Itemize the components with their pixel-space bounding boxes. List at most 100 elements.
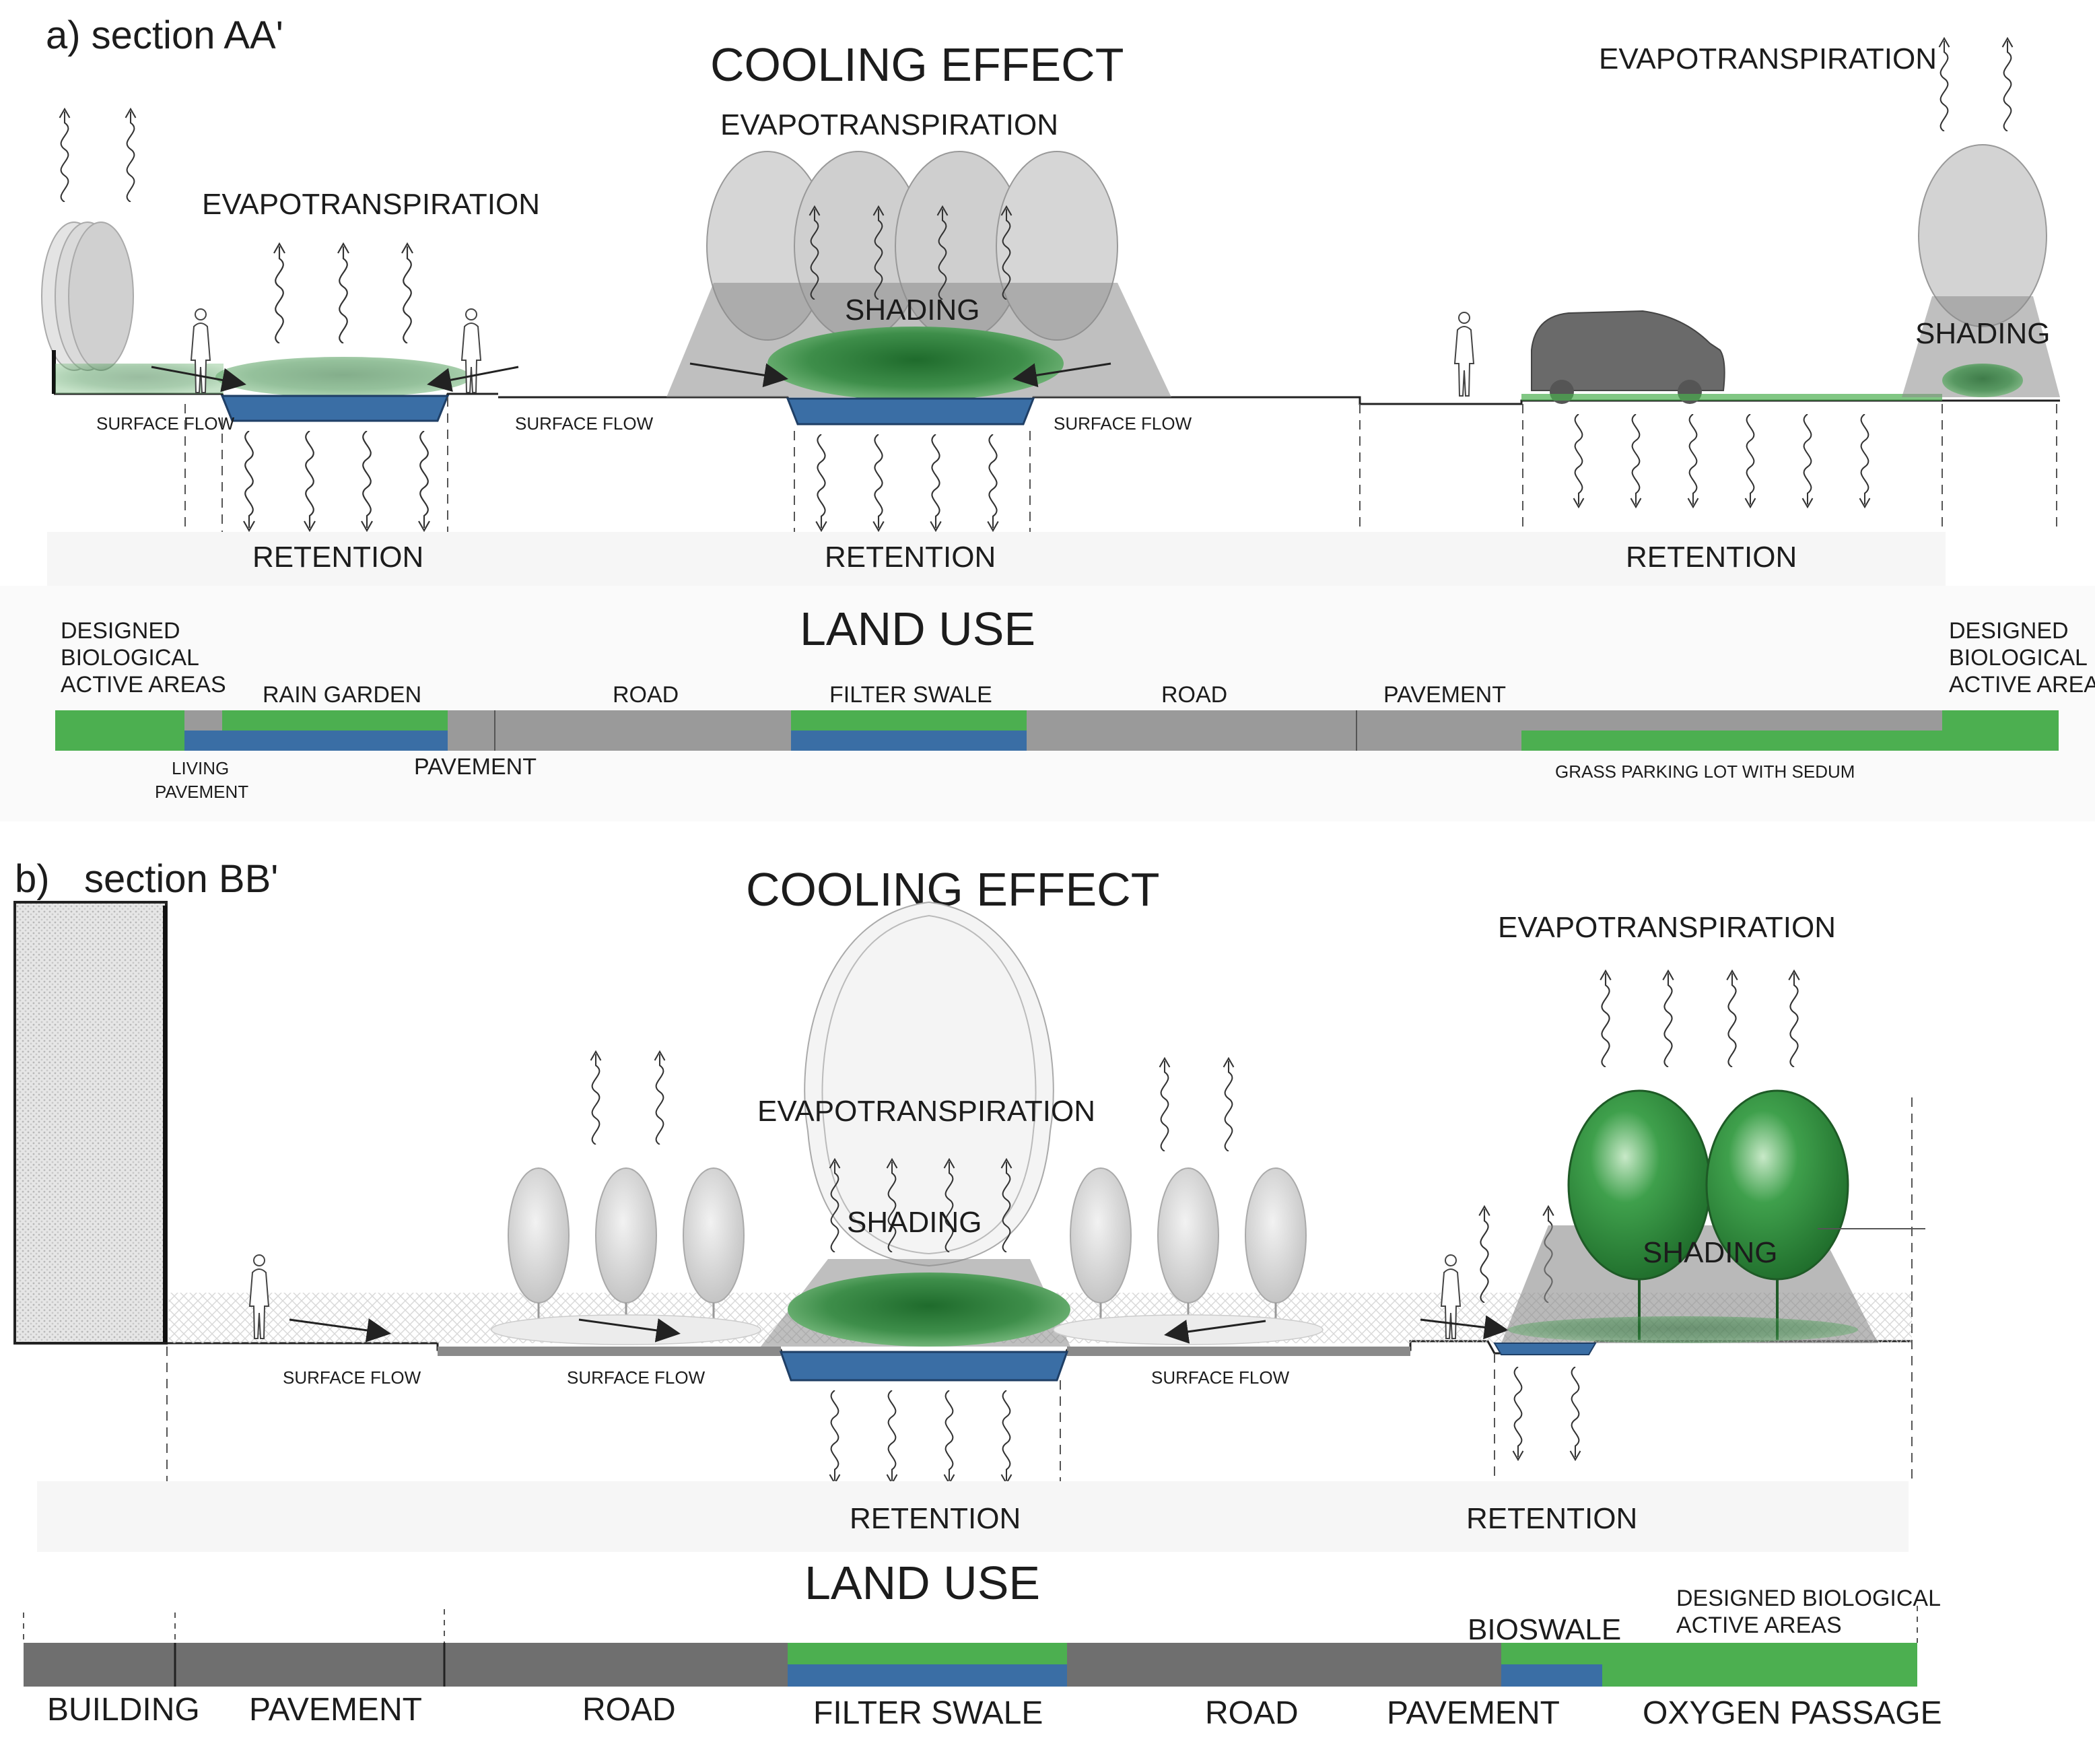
evapotranspiration-b-center-label: EVAPOTRANSPIRATION bbox=[757, 1095, 1095, 1128]
shading-b-center-label: SHADING bbox=[847, 1206, 982, 1239]
filter-swale-b-vegetation bbox=[788, 1273, 1070, 1347]
surface-flow-arrow bbox=[289, 1318, 391, 1343]
left-tree-group bbox=[41, 222, 134, 371]
road-surface bbox=[1067, 1347, 1410, 1356]
right-shrubs bbox=[1508, 1316, 1858, 1343]
evaporation-arrows-rain-garden bbox=[273, 242, 414, 343]
shrub-strip bbox=[491, 1314, 761, 1345]
car-icon bbox=[1531, 310, 1725, 391]
lu-b-pavement-2: PAVEMENT bbox=[1387, 1695, 1560, 1731]
section-b: b) section BB' COOLING EFFECT EVAPOTRANS… bbox=[13, 857, 1942, 1731]
lu-rain-garden: RAIN GARDEN bbox=[263, 682, 421, 708]
filter-swale-vegetation bbox=[767, 327, 1064, 401]
lu-designed-left-3: ACTIVE AREAS bbox=[61, 672, 226, 698]
lu-pavement-top: PAVEMENT bbox=[1383, 682, 1506, 708]
gray-tree-row-left bbox=[508, 1167, 745, 1340]
retention-b-2: RETENTION bbox=[1466, 1502, 1637, 1535]
lu-pavement-bottom: PAVEMENT bbox=[414, 754, 537, 780]
filter-swale-b-basin bbox=[779, 1351, 1069, 1382]
road-surface bbox=[438, 1347, 781, 1356]
lu-road-2: ROAD bbox=[1161, 682, 1227, 708]
surface-flow-arrow bbox=[427, 366, 519, 393]
lu-designed-right-2: BIOLOGICAL bbox=[1949, 645, 2088, 671]
retention-a-1: RETENTION bbox=[252, 541, 423, 574]
shading-b-right-label: SHADING bbox=[1643, 1236, 1777, 1269]
evapotranspiration-b-right-label: EVAPOTRANSPIRATION bbox=[1498, 911, 1836, 944]
surface-flow-b-3: SURFACE FLOW bbox=[1151, 1367, 1290, 1388]
evapotranspiration-left-label: EVAPOTRANSPIRATION bbox=[202, 188, 540, 221]
shading-zone-right bbox=[1902, 296, 2060, 397]
lu-b-building: BUILDING bbox=[47, 1692, 200, 1728]
surface-flow-label-3: SURFACE FLOW bbox=[1054, 413, 1192, 434]
lu-designed-right-1: DESIGNED bbox=[1949, 618, 2069, 644]
rain-garden-shrubs bbox=[215, 357, 471, 397]
infiltration-arrows-bioswale bbox=[1512, 1367, 1581, 1461]
gray-tree-row-right bbox=[1070, 1167, 1307, 1340]
section-divider bbox=[794, 431, 1031, 532]
retention-b-1: RETENTION bbox=[850, 1502, 1021, 1535]
retention-a-3: RETENTION bbox=[1626, 541, 1797, 574]
lu-filter-swale: FILTER SWALE bbox=[829, 682, 992, 708]
grass-parking-surface bbox=[1521, 394, 1942, 401]
lu-b-oxygen-passage: OXYGEN PASSAGE bbox=[1643, 1695, 1942, 1731]
evaporation-arrows-right-tree bbox=[1938, 37, 2014, 131]
lu-b-road-2: ROAD bbox=[1205, 1695, 1299, 1731]
bioswale-basin bbox=[1493, 1343, 1597, 1355]
lu-b-pavement-1: PAVEMENT bbox=[249, 1692, 422, 1728]
shrub-strip bbox=[1053, 1314, 1324, 1345]
infiltration-arrows-b-center bbox=[829, 1390, 1012, 1485]
surface-flow-arrow bbox=[578, 1318, 681, 1343]
shading-right-label: SHADING bbox=[1915, 317, 2050, 350]
infiltration-arrows-parking bbox=[1573, 414, 1871, 508]
land-use-a-title: LAND USE bbox=[800, 603, 1035, 655]
section-divider bbox=[166, 1097, 1913, 1481]
evapotranspiration-center-label: EVAPOTRANSPIRATION bbox=[720, 108, 1058, 141]
lu-living-1: LIVING bbox=[172, 758, 229, 778]
ground-line bbox=[498, 396, 1942, 422]
land-use-a-bar bbox=[55, 710, 2059, 751]
lu-b-bioswale: BIOSWALE bbox=[1468, 1613, 1621, 1646]
land-use-b-bar bbox=[24, 1643, 1917, 1687]
section-divider bbox=[184, 397, 448, 532]
lu-designed-right-3: ACTIVE AREAS bbox=[1949, 672, 2095, 698]
section-b-title: section BB' bbox=[84, 857, 278, 901]
right-shrub bbox=[1942, 364, 2023, 397]
infiltration-arrows-rain-garden bbox=[242, 431, 431, 532]
lu-designed-left-2: BIOLOGICAL bbox=[61, 645, 199, 671]
section-a: a) section AA' EVAPOTRANSPIRATION SURFAC… bbox=[0, 13, 2095, 821]
lu-road-1: ROAD bbox=[613, 682, 679, 708]
lu-b-filter-swale: FILTER SWALE bbox=[813, 1695, 1043, 1731]
retention-band-b bbox=[37, 1481, 1909, 1552]
cooling-effect-a-title: COOLING EFFECT bbox=[710, 38, 1124, 91]
section-b-title-prefix: b) bbox=[15, 857, 50, 901]
lu-b-designed-1: DESIGNED BIOLOGICAL bbox=[1676, 1586, 1941, 1611]
lu-living-2: PAVEMENT bbox=[155, 782, 248, 802]
surface-flow-b-1: SURFACE FLOW bbox=[283, 1367, 421, 1388]
infiltration-arrows-center bbox=[815, 434, 999, 532]
surface-flow-b-2: SURFACE FLOW bbox=[567, 1367, 706, 1388]
surface-flow-label-2: SURFACE FLOW bbox=[515, 413, 654, 434]
lu-grass-parking: GRASS PARKING LOT WITH SEDUM bbox=[1555, 761, 1855, 782]
surface-flow-arrow bbox=[1164, 1320, 1266, 1344]
surface-flow-arrow bbox=[1012, 362, 1111, 388]
land-use-b-title: LAND USE bbox=[804, 1557, 1040, 1609]
green-tree-pair bbox=[1567, 1089, 1849, 1340]
lu-b-designed-2: ACTIVE AREAS bbox=[1676, 1613, 1842, 1638]
building-block bbox=[13, 901, 168, 1345]
retention-band bbox=[47, 532, 1946, 586]
lu-designed-left-1: DESIGNED bbox=[61, 618, 180, 644]
section-a-title: a) section AA' bbox=[46, 13, 283, 57]
evaporation-arrows-left-trees bbox=[59, 108, 137, 202]
surface-flow-arrow bbox=[151, 366, 246, 393]
shading-center-label: SHADING bbox=[845, 294, 980, 327]
surface-flow-label-1: SURFACE FLOW bbox=[96, 413, 235, 434]
filter-swale-basin bbox=[786, 397, 1035, 426]
rain-garden-basin bbox=[220, 395, 450, 422]
surface-flow-arrow bbox=[1420, 1315, 1509, 1340]
land-use-a-band bbox=[0, 586, 2095, 821]
lu-b-road-1: ROAD bbox=[582, 1692, 676, 1728]
section-divider bbox=[1359, 404, 2057, 532]
pedestrian-icon bbox=[1454, 312, 1474, 397]
evapotranspiration-right-label: EVAPOTRANSPIRATION bbox=[1599, 42, 1937, 75]
